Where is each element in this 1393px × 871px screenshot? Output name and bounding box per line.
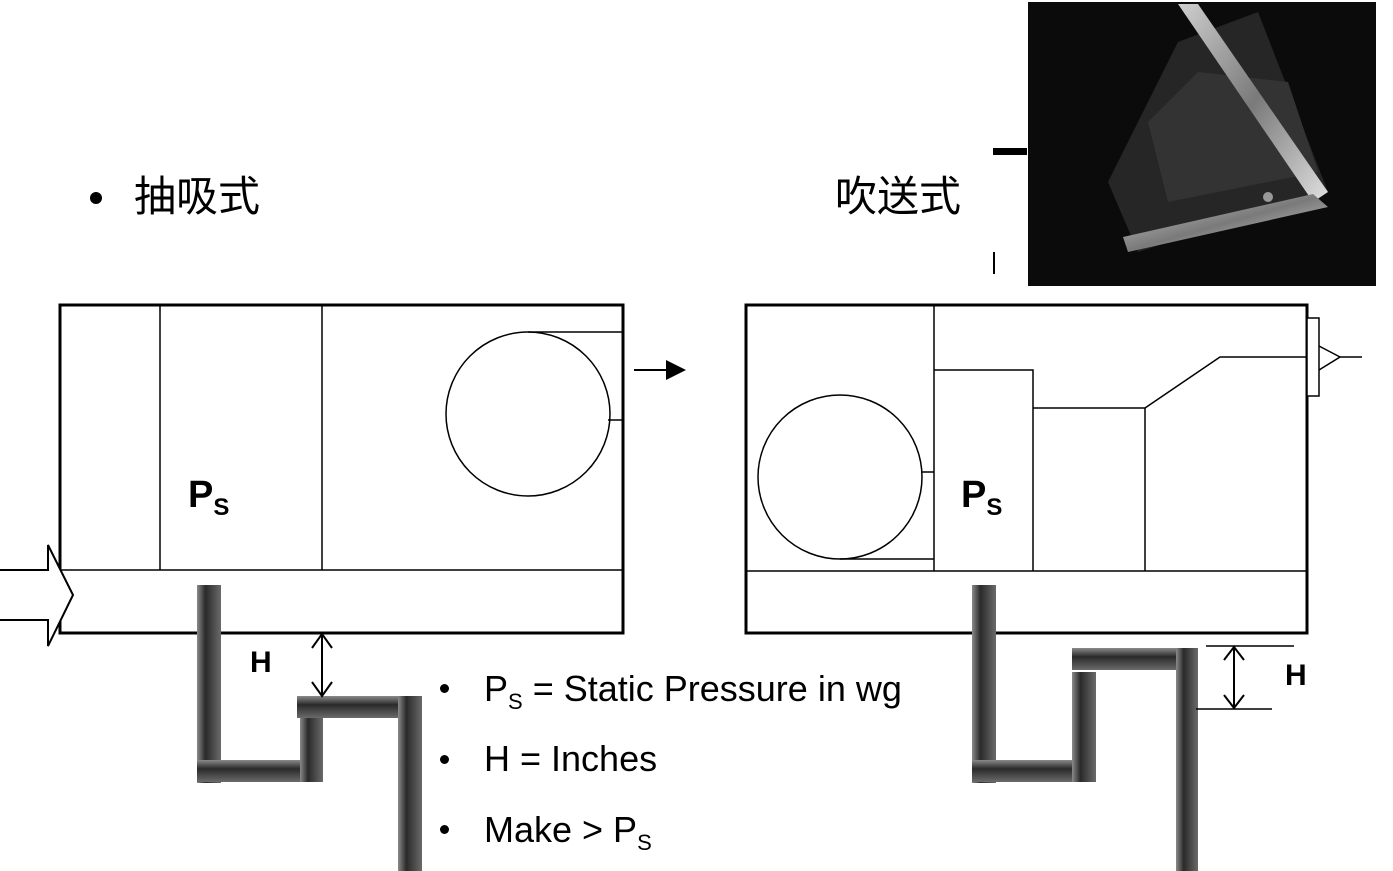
- photo-mark-tick: [993, 252, 995, 274]
- note-3-main: Make > P: [484, 809, 638, 850]
- title-bullet: [90, 192, 102, 204]
- note-1-rest: = Static Pressure in wg: [522, 668, 902, 709]
- left-title: 抽吸式: [134, 172, 261, 221]
- right-ps-label: PS: [961, 476, 1002, 520]
- note-1-main: P: [484, 668, 509, 709]
- right-ps-main: P: [961, 474, 987, 516]
- note-2: H = Inches: [484, 741, 657, 777]
- note-bullet-2: [440, 755, 449, 764]
- trap-photo: [1028, 2, 1376, 286]
- left-ps-sub: S: [213, 494, 230, 521]
- left-trap: [197, 585, 422, 871]
- inlet-arrow: [0, 544, 75, 647]
- right-unit: [744, 303, 1362, 635]
- right-trap: [972, 585, 1198, 871]
- right-ps-sub: S: [986, 494, 1003, 521]
- note-1-sub: S: [508, 689, 523, 714]
- note-bullet-1: [440, 684, 449, 693]
- right-h-label: H: [1285, 659, 1307, 692]
- photo-mark-bar: [993, 148, 1027, 155]
- left-unit: [58, 303, 625, 635]
- left-ps-main: P: [188, 474, 214, 516]
- note-3: Make > PS: [484, 812, 652, 854]
- note-1: PS = Static Pressure in wg: [484, 671, 902, 713]
- note-2-main: H = Inches: [484, 738, 658, 779]
- note-bullet-3: [440, 825, 449, 834]
- note-3-sub: S: [637, 830, 652, 855]
- left-h-label: H: [250, 646, 272, 679]
- left-ps-label: PS: [188, 476, 229, 520]
- right-title: 吹送式: [835, 172, 962, 221]
